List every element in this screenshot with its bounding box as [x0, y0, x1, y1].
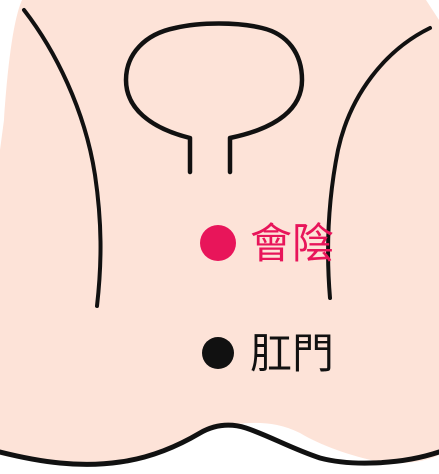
top-left-background	[0, 0, 22, 150]
perineum-label: 會陰	[250, 219, 334, 268]
right-crease-line	[326, 26, 432, 300]
left-crease-line	[22, 8, 103, 308]
perineum-marker	[200, 225, 236, 261]
top-right-background	[426, 0, 439, 20]
bottom-outline	[0, 422, 439, 467]
anus-label: 肛門	[250, 329, 334, 378]
genital-outline	[123, 21, 305, 175]
anus-marker	[202, 337, 234, 369]
